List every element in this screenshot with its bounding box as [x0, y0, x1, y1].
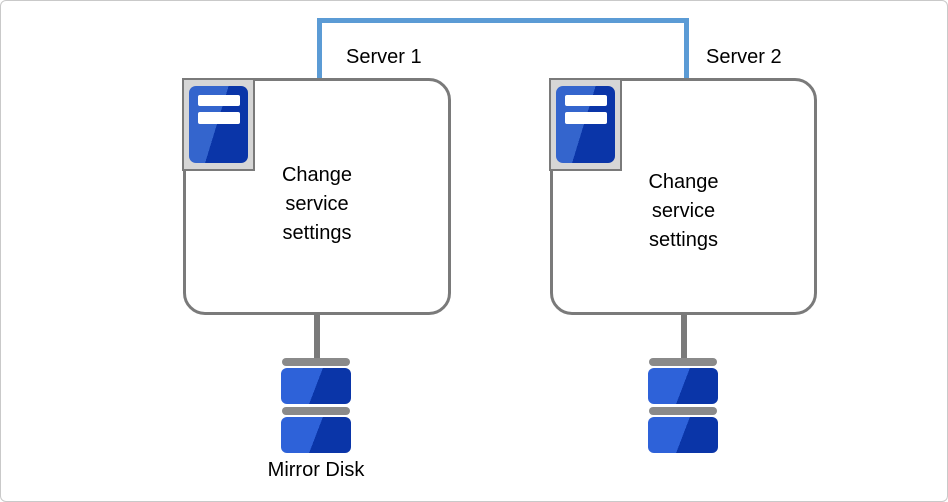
service-text-line: settings [282, 222, 352, 244]
disk-platter-icon [648, 368, 718, 404]
server2-icon [549, 78, 622, 171]
server-slot-icon [565, 95, 607, 106]
service-text-line: settings [649, 229, 718, 251]
mirror-disk-label: Mirror Disk [267, 459, 365, 481]
server-chassis-icon [556, 86, 615, 163]
server-slot-icon [198, 95, 240, 106]
server-slot-icon [198, 112, 240, 124]
disk-platter-icon [281, 417, 351, 453]
disk-platter-icon [281, 368, 351, 404]
disk-cap-icon [282, 358, 350, 366]
service-text-line: Change [281, 164, 353, 186]
server1-disk-connector [314, 315, 320, 358]
service-text-line: Change [648, 171, 719, 193]
server2-disk-connector [681, 315, 687, 358]
server2-box: Change service settings [550, 78, 817, 315]
disk-platter-icon [648, 417, 718, 453]
service-text-line: service [285, 193, 349, 215]
server-chassis-icon [189, 86, 248, 163]
disk-cap-icon [649, 407, 717, 415]
interconnect-line [317, 18, 689, 79]
server2-label: Server 2 [706, 46, 782, 68]
mirror-disk-icon [648, 358, 718, 453]
mirror-disk-icon [281, 358, 351, 453]
disk-cap-icon [649, 358, 717, 366]
server1-label: Server 1 [346, 46, 422, 68]
service-text-line: service [651, 200, 716, 222]
server1-service-text: Change service settings [186, 161, 448, 248]
server2-service-text: Change service settings [553, 168, 814, 255]
server1-icon [182, 78, 255, 171]
disk-cap-icon [282, 407, 350, 415]
server-slot-icon [565, 112, 607, 124]
